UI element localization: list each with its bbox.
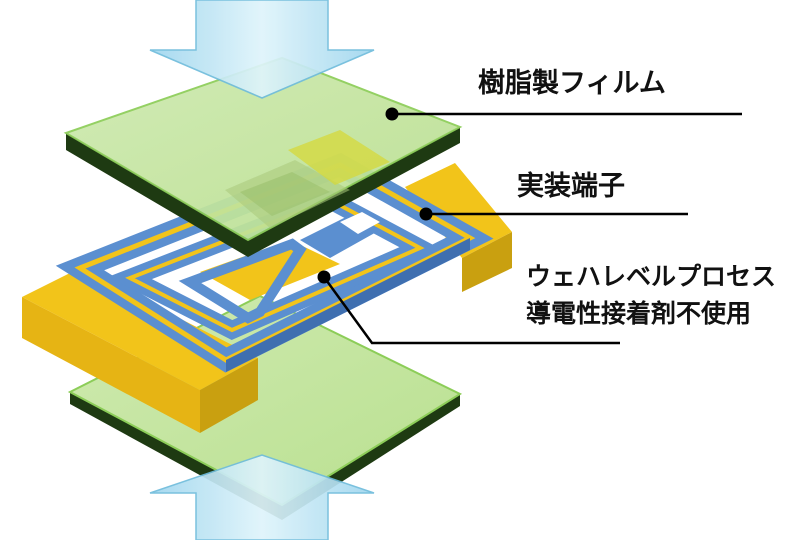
leader-line-process bbox=[317, 270, 620, 345]
leader-line-terminal bbox=[419, 207, 688, 221]
label-mounting-terminal: 実装端子 bbox=[517, 170, 625, 202]
label-wafer-level-process: ウェハレベルプロセス bbox=[526, 262, 776, 291]
top-pressure-arrow bbox=[149, 0, 375, 99]
leader-line-film bbox=[385, 107, 742, 121]
top-resin-film bbox=[63, 56, 463, 257]
mounting-terminal-left bbox=[22, 268, 258, 433]
label-no-conductive-adhesive: 導電性接着剤不使用 bbox=[526, 299, 751, 328]
bottom-pressure-arrow bbox=[149, 454, 375, 540]
label-resin-film: 樹脂製フィルム bbox=[478, 68, 666, 99]
